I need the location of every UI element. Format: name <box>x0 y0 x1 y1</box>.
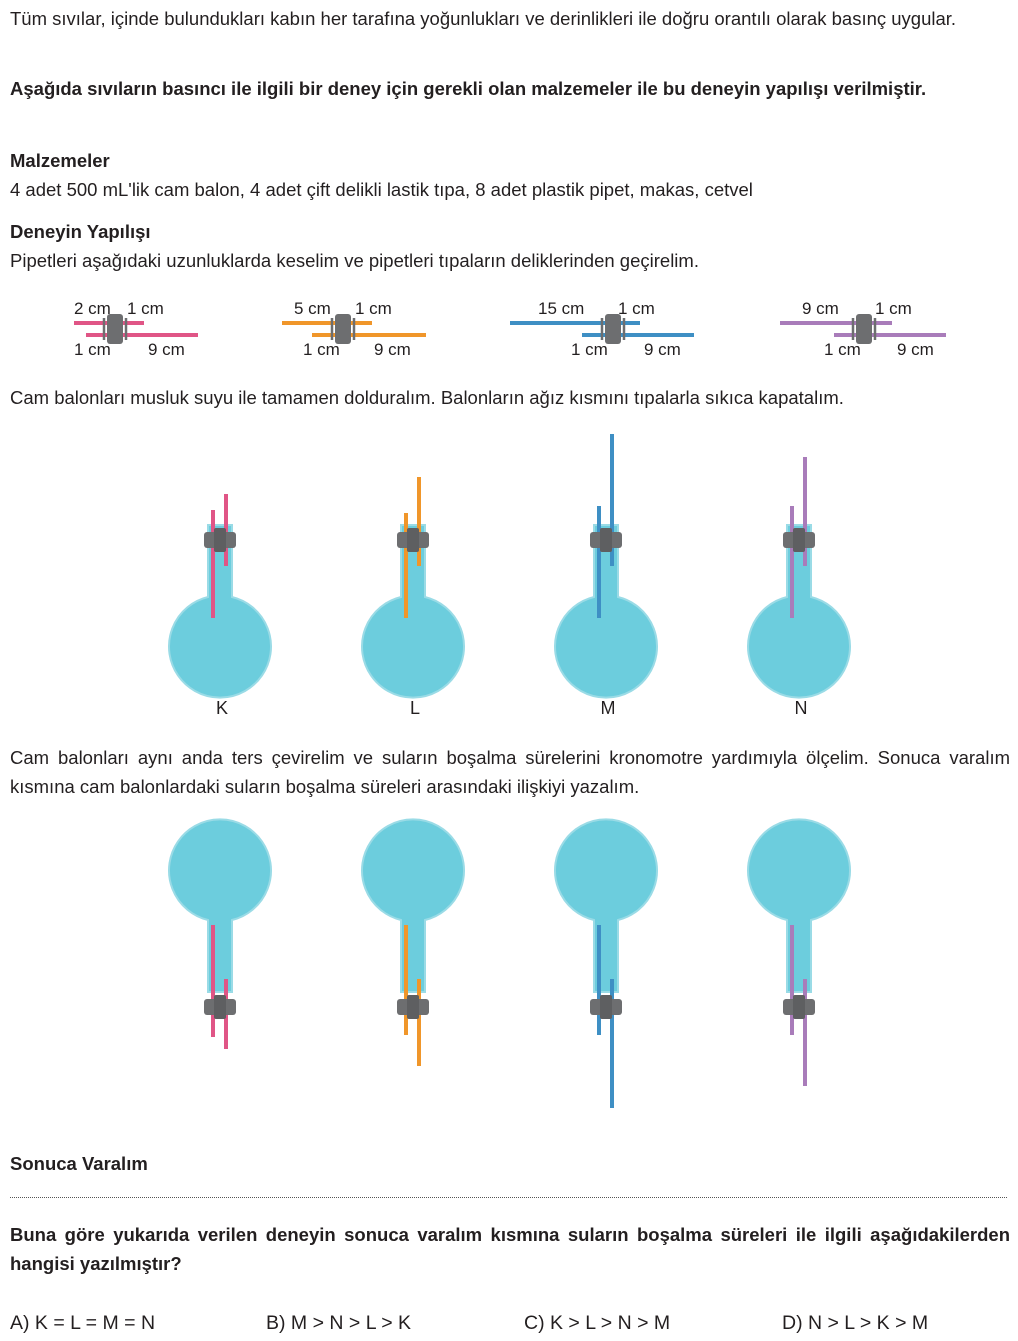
pipette-diagram: 2 cm 1 cm 1 cm 9 cm 5 cm 1 cm 1 cm 9 cm … <box>74 299 946 359</box>
pipette-l-bottom-right-label: 9 cm <box>374 340 411 359</box>
flask-m-upright: M <box>554 434 658 718</box>
flask-n-upright: N <box>747 457 851 718</box>
flask-k-upright: K <box>168 494 272 718</box>
question-text: Buna göre yukarıda verilen deneyin sonuc… <box>10 1224 1010 1274</box>
pipette-m-bottom-left-label: 1 cm <box>571 340 608 359</box>
pipette-set-m: 15 cm 1 cm 1 cm 9 cm <box>510 299 694 359</box>
pipette-n-bottom-right-label: 9 cm <box>897 340 934 359</box>
answer-line <box>10 1197 1007 1198</box>
option-d[interactable]: D) N > L > K > M <box>782 1312 929 1334</box>
procedure-title: Deneyin Yapılışı <box>10 221 151 242</box>
pipette-l-top-left-label: 5 cm <box>294 299 331 318</box>
stopper-n <box>856 314 872 344</box>
pipette-k-bottom-right-label: 9 cm <box>148 340 185 359</box>
flask-l-inverted: L <box>361 818 465 1066</box>
intro-text: Tüm sıvılar, içinde bulundukları kabın h… <box>10 8 957 29</box>
flask-k-label: K <box>216 698 228 718</box>
option-a[interactable]: A) K = L = M = N <box>10 1312 156 1334</box>
flask-m-label: M <box>601 698 616 718</box>
flask-n-label: N <box>795 698 808 718</box>
pipette-n-bottom-left-label: 1 cm <box>824 340 861 359</box>
pipette-m-top-right-label: 1 cm <box>618 299 655 318</box>
materials-title: Malzemeler <box>10 150 110 171</box>
pipette-m-top-left-label: 15 cm <box>538 299 584 318</box>
stopper-m <box>605 314 621 344</box>
pipette-set-l: 5 cm 1 cm 1 cm 9 cm <box>282 299 426 359</box>
pipette-k-top-right-label: 1 cm <box>127 299 164 318</box>
pipette-k-bottom-left-label: 1 cm <box>74 340 111 359</box>
pipette-k-top-left-label: 2 cm <box>74 299 111 318</box>
flask-m-inverted: M <box>554 818 658 1108</box>
upright-flasks: K L M N <box>168 434 851 718</box>
option-c[interactable]: C) K > L > N > M <box>524 1312 671 1334</box>
pipette-n-top-left-label: 9 cm <box>802 299 839 318</box>
procedure-text: Pipetleri aşağıdaki uzunluklarda keselim… <box>10 250 699 271</box>
option-b[interactable]: B) M > N > L > K <box>266 1312 412 1334</box>
pipette-m-bottom-right-label: 9 cm <box>644 340 681 359</box>
stopper-k <box>107 314 123 344</box>
invert-text: Cam balonları aynı anda ters çevirelim v… <box>10 747 1010 797</box>
pipette-n-top-right-label: 1 cm <box>875 299 912 318</box>
materials-text: 4 adet 500 mL'lik cam balon, 4 adet çift… <box>10 179 753 200</box>
stopper-l <box>335 314 351 344</box>
flask-k-inverted: K <box>168 818 272 1049</box>
pipette-l-top-right-label: 1 cm <box>355 299 392 318</box>
pipette-set-n: 9 cm 1 cm 1 cm 9 cm <box>780 299 946 359</box>
pipette-l-bottom-left-label: 1 cm <box>303 340 340 359</box>
fill-text: Cam balonları musluk suyu ile tamamen do… <box>10 387 844 408</box>
flask-l-label: L <box>410 698 420 718</box>
conclusion-title: Sonuca Varalım <box>10 1153 148 1174</box>
pipette-set-k: 2 cm 1 cm 1 cm 9 cm <box>74 299 198 359</box>
setup-text: Aşağıda sıvıların basıncı ile ilgili bir… <box>10 78 927 99</box>
flask-n-inverted: N <box>747 818 851 1086</box>
inverted-flasks: K L M N <box>168 818 851 1108</box>
flask-l-upright: L <box>361 477 465 718</box>
